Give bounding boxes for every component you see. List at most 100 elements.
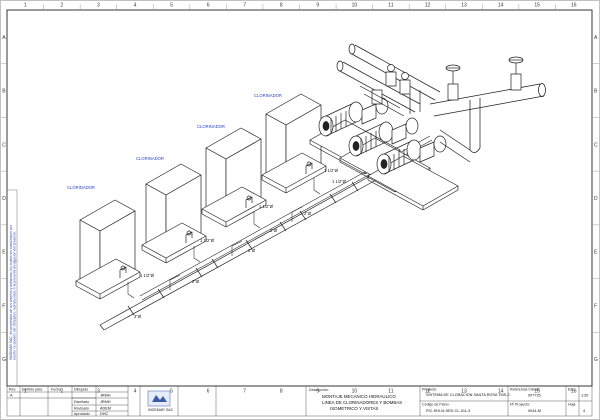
grid-column-label-top: 6: [207, 3, 210, 9]
grid-column-label-top: 12: [425, 3, 431, 9]
pipe-size-callout-4: 1 1/2"Ø: [324, 168, 339, 173]
pipe-size-callout-6: 2"Ø: [192, 279, 200, 284]
grid-row-label-right: C: [594, 142, 598, 148]
grid-column-label-bottom: 15: [534, 389, 540, 395]
grid-column-label-bottom: 1: [24, 389, 27, 395]
gate-valve-1: [445, 64, 461, 101]
project-no-label: Nº Proyecto:: [510, 403, 530, 407]
title-block: [6, 385, 593, 417]
drawn-by-value: JRMH: [100, 394, 111, 398]
pipe-size-callout-1: 1 1/2"Ø: [140, 273, 155, 278]
pipe-size-callout-2: 1 1/2"Ø: [200, 238, 215, 243]
client-ref-label: Referencia Cliente:: [510, 388, 541, 392]
chlorinator-tag-3: CLORINADOR: [197, 124, 225, 129]
chlorinator-tags: CLORINADOR CLORINADOR CLORINADOR CLORINA…: [67, 93, 282, 190]
company-name: INGEMAR SAC: [148, 408, 174, 412]
pipe-size-callout-8: 2"Ø: [304, 211, 312, 216]
gate-valve-2: [508, 56, 524, 91]
grid-column-label-bottom: 2: [60, 389, 63, 395]
grid-column-label-top: 11: [388, 3, 393, 9]
chlorinator-unit-1: [75, 199, 141, 300]
grid-column-label-bottom: 4: [134, 389, 137, 395]
grid-row-label-left: B: [2, 89, 6, 95]
pipe-size-callout-10: 3"Ø: [134, 314, 142, 319]
chlorinator-unit-3: [201, 127, 267, 228]
grid-column-label-bottom: 7: [243, 389, 246, 395]
company-logo: INGEMAR SAC: [147, 390, 174, 412]
grid-column-label-top: 2: [60, 3, 63, 9]
project-label: Proyecto:: [422, 388, 437, 392]
client-ref-value: 007725: [528, 394, 541, 398]
scale-value: 1:30: [581, 394, 588, 398]
grid-column-label-top: 1: [24, 3, 27, 9]
grid-column-label-bottom: 16: [571, 389, 577, 395]
grid-row-label-left: E: [2, 250, 6, 256]
side-note-line-1: INGEMAR SAC, es propietaria de sus diseñ…: [9, 224, 13, 360]
grid-column-label-top: 7: [243, 3, 246, 9]
reviewed-label: Revisado: [74, 407, 89, 411]
grid-row-label-right: F: [594, 303, 597, 309]
grid-column-label-bottom: 11: [388, 389, 393, 395]
isometric-drawing: [75, 43, 546, 331]
pipe-size-callout-5: 1 1/2"Ø: [332, 179, 347, 184]
description-line-1: MONTAJE MECANICO HIDRAULICO: [322, 394, 396, 399]
scale-label: Esc.: [568, 388, 575, 392]
chlorinator-tag-4: CLORINADOR: [254, 93, 282, 98]
approved-value: DHC: [100, 412, 108, 416]
grid-row-label-left: G: [2, 357, 6, 363]
valve-cluster: [359, 64, 421, 117]
grid-row-label-left: C: [2, 142, 6, 148]
chlorinator-tag-1: CLORINADOR: [67, 185, 95, 190]
grid-row-ticks: [1, 63, 599, 333]
grid-column-label-top: 9: [316, 3, 319, 9]
pipe-size-callout-9: 2"Ø: [270, 228, 278, 233]
description-label: Descripción:: [309, 388, 329, 392]
grid-column-label-bottom: 3: [97, 389, 100, 395]
pipe-size-callouts: 1 1/2"Ø 1 1/2"Ø 1 1/2"Ø 1 1/2"Ø 1 1/2"Ø …: [134, 168, 347, 319]
description-line-2: LINEA DE CLORINADORES Y BOMBAS: [322, 400, 402, 405]
chlorinator-unit-2: [141, 163, 207, 264]
chlorinator-unit-4: [261, 93, 327, 194]
grid-column-ticks: [43, 4, 556, 10]
grid-column-label-bottom: 10: [352, 389, 358, 395]
designed-label: Diseñado: [74, 400, 89, 404]
drawing-code-value: PIC-SHI-M-SED-CL-011-3: [426, 409, 470, 413]
approved-label: Aprobado: [74, 412, 90, 416]
grid-column-label-top: 3: [97, 3, 100, 9]
rev-value: A: [10, 394, 13, 398]
grid-column-label-bottom: 12: [425, 389, 431, 395]
grid-column-label-top: 8: [280, 3, 283, 9]
grid-row-label-right: B: [594, 89, 598, 95]
project-value: SISTEMA DE CLORACION SANTA ROSA TMS-2: [426, 393, 510, 397]
grid-row-label-right: D: [594, 196, 598, 202]
project-no-value: 0044-M: [528, 409, 541, 413]
grid-row-label-left: D: [2, 196, 6, 202]
drawing-code-label: Código de Plano:: [422, 403, 450, 407]
grid-column-label-bottom: 13: [461, 389, 467, 395]
grid-column-label-top: 14: [498, 3, 504, 9]
chlorinator-tag-2: CLORINADOR: [136, 156, 164, 161]
sheet-label: Hoja: [568, 403, 575, 407]
grid-column-label-top: 16: [571, 3, 577, 9]
sheet-value: 4: [583, 409, 585, 413]
rev-header-rev: Rev.: [9, 388, 16, 392]
grid-column-label-bottom: 6: [207, 389, 210, 395]
project-block: Proyecto: SISTEMA DE CLORACION SANTA ROS…: [422, 388, 588, 414]
rev-header-drawn: Dibujado: [74, 388, 88, 392]
rev-header-issued: Emitido para: [22, 388, 42, 392]
rev-header-date: Fecha: [51, 388, 61, 392]
grid-row-label-right: E: [594, 250, 598, 256]
grid-row-label-left: F: [2, 303, 5, 309]
designed-value: JRMH: [100, 400, 111, 404]
grid-column-label-bottom: 14: [498, 389, 504, 395]
main-header-pipe: [99, 174, 377, 331]
grid-column-label-top: 10: [352, 3, 358, 9]
description-line-3: ISOMETRICO Y VISTAS: [330, 406, 378, 411]
grid-column-label-top: 4: [134, 3, 137, 9]
grid-row-label-left: A: [2, 35, 6, 41]
pipe-size-callout-3: 1 1/2"Ø: [259, 204, 274, 209]
grid-column-label-bottom: 5: [170, 389, 173, 395]
reviewed-value: ADEM: [100, 407, 111, 411]
